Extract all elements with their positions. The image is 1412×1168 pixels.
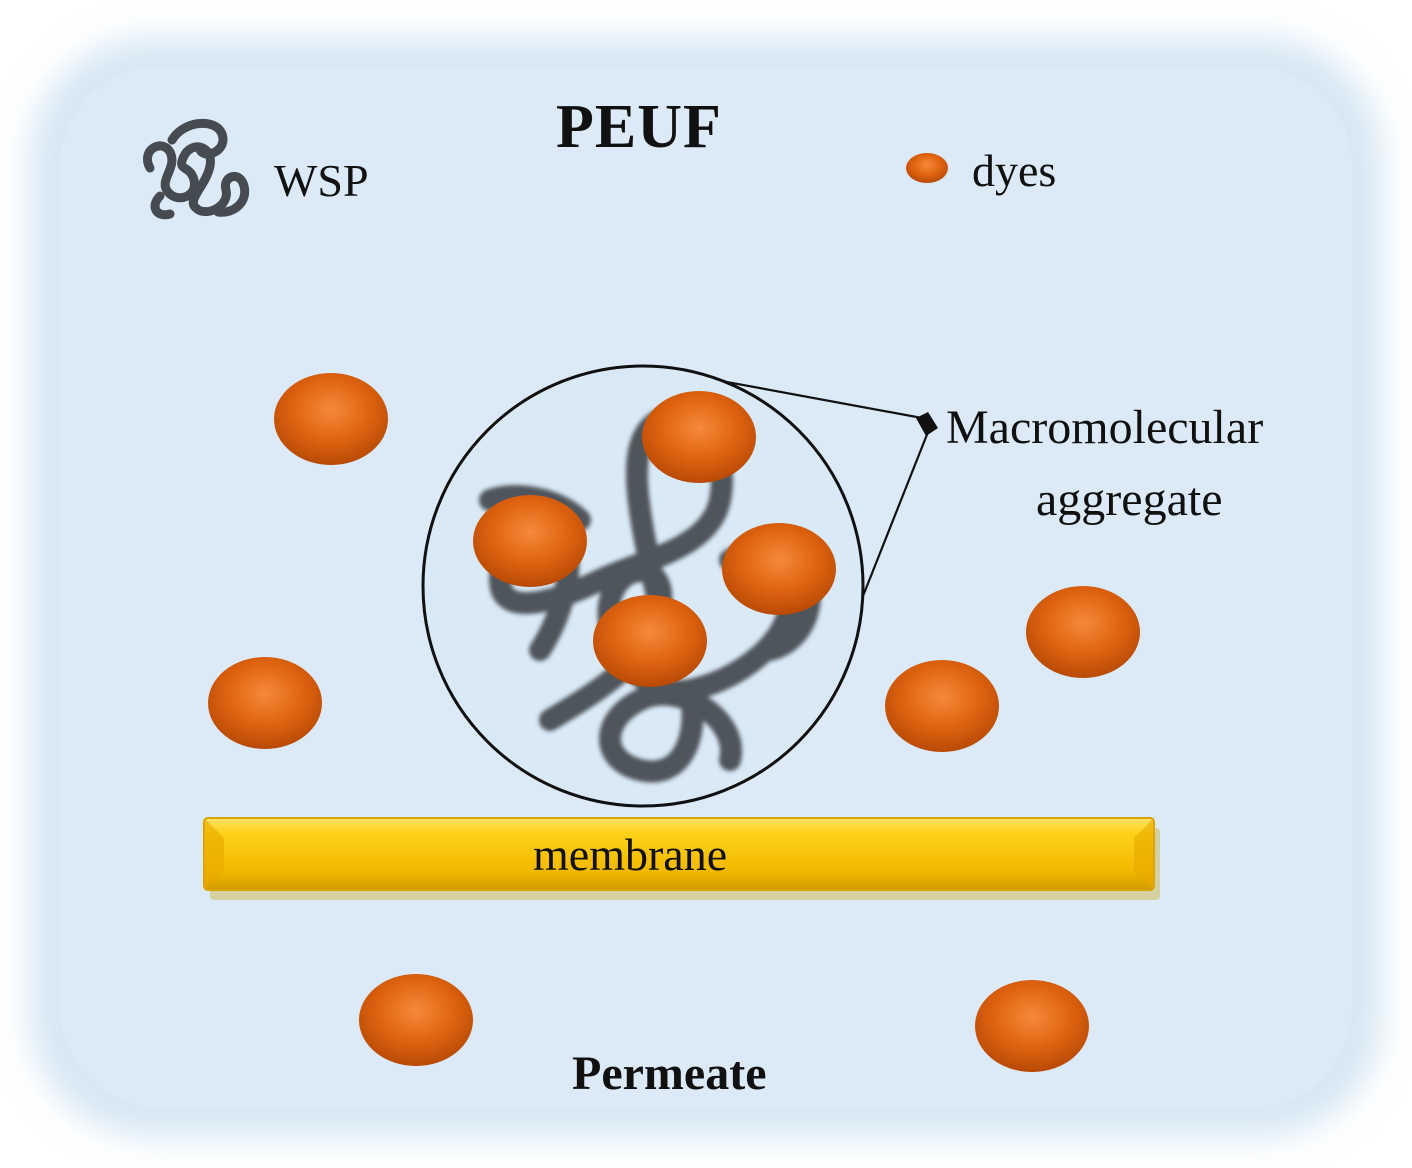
- aggregate-dyes: [473, 391, 836, 687]
- membrane-bar: [203, 817, 1160, 900]
- dye-particle: [1026, 586, 1140, 678]
- dye-particle: [274, 373, 388, 465]
- legend-dyes-label: dyes: [972, 145, 1057, 196]
- aggregate-label-line1: Macromolecular: [946, 401, 1264, 454]
- permeate-dyes: [359, 974, 1089, 1072]
- dye-particle: [885, 660, 999, 752]
- permeate-label: Permeate: [572, 1047, 767, 1100]
- dye-particle: [722, 523, 836, 615]
- membrane-label: membrane: [533, 829, 728, 880]
- dye-particle: [208, 657, 322, 749]
- feed-dyes: [208, 373, 1140, 752]
- aggregate-label-line2: aggregate: [1036, 473, 1223, 526]
- legend-wsp-label: WSP: [274, 155, 369, 206]
- dye-particle: [975, 980, 1089, 1072]
- dye-particle-icon: [906, 153, 948, 183]
- diagram-title: PEUF: [556, 93, 722, 161]
- dye-particle: [473, 495, 587, 587]
- dye-particle: [642, 391, 756, 483]
- aggregate-circle: [421, 364, 865, 808]
- callout-marker: [916, 412, 938, 436]
- dye-particle: [593, 595, 707, 687]
- polymer-coil-icon: [143, 118, 250, 220]
- dye-particle: [359, 974, 473, 1066]
